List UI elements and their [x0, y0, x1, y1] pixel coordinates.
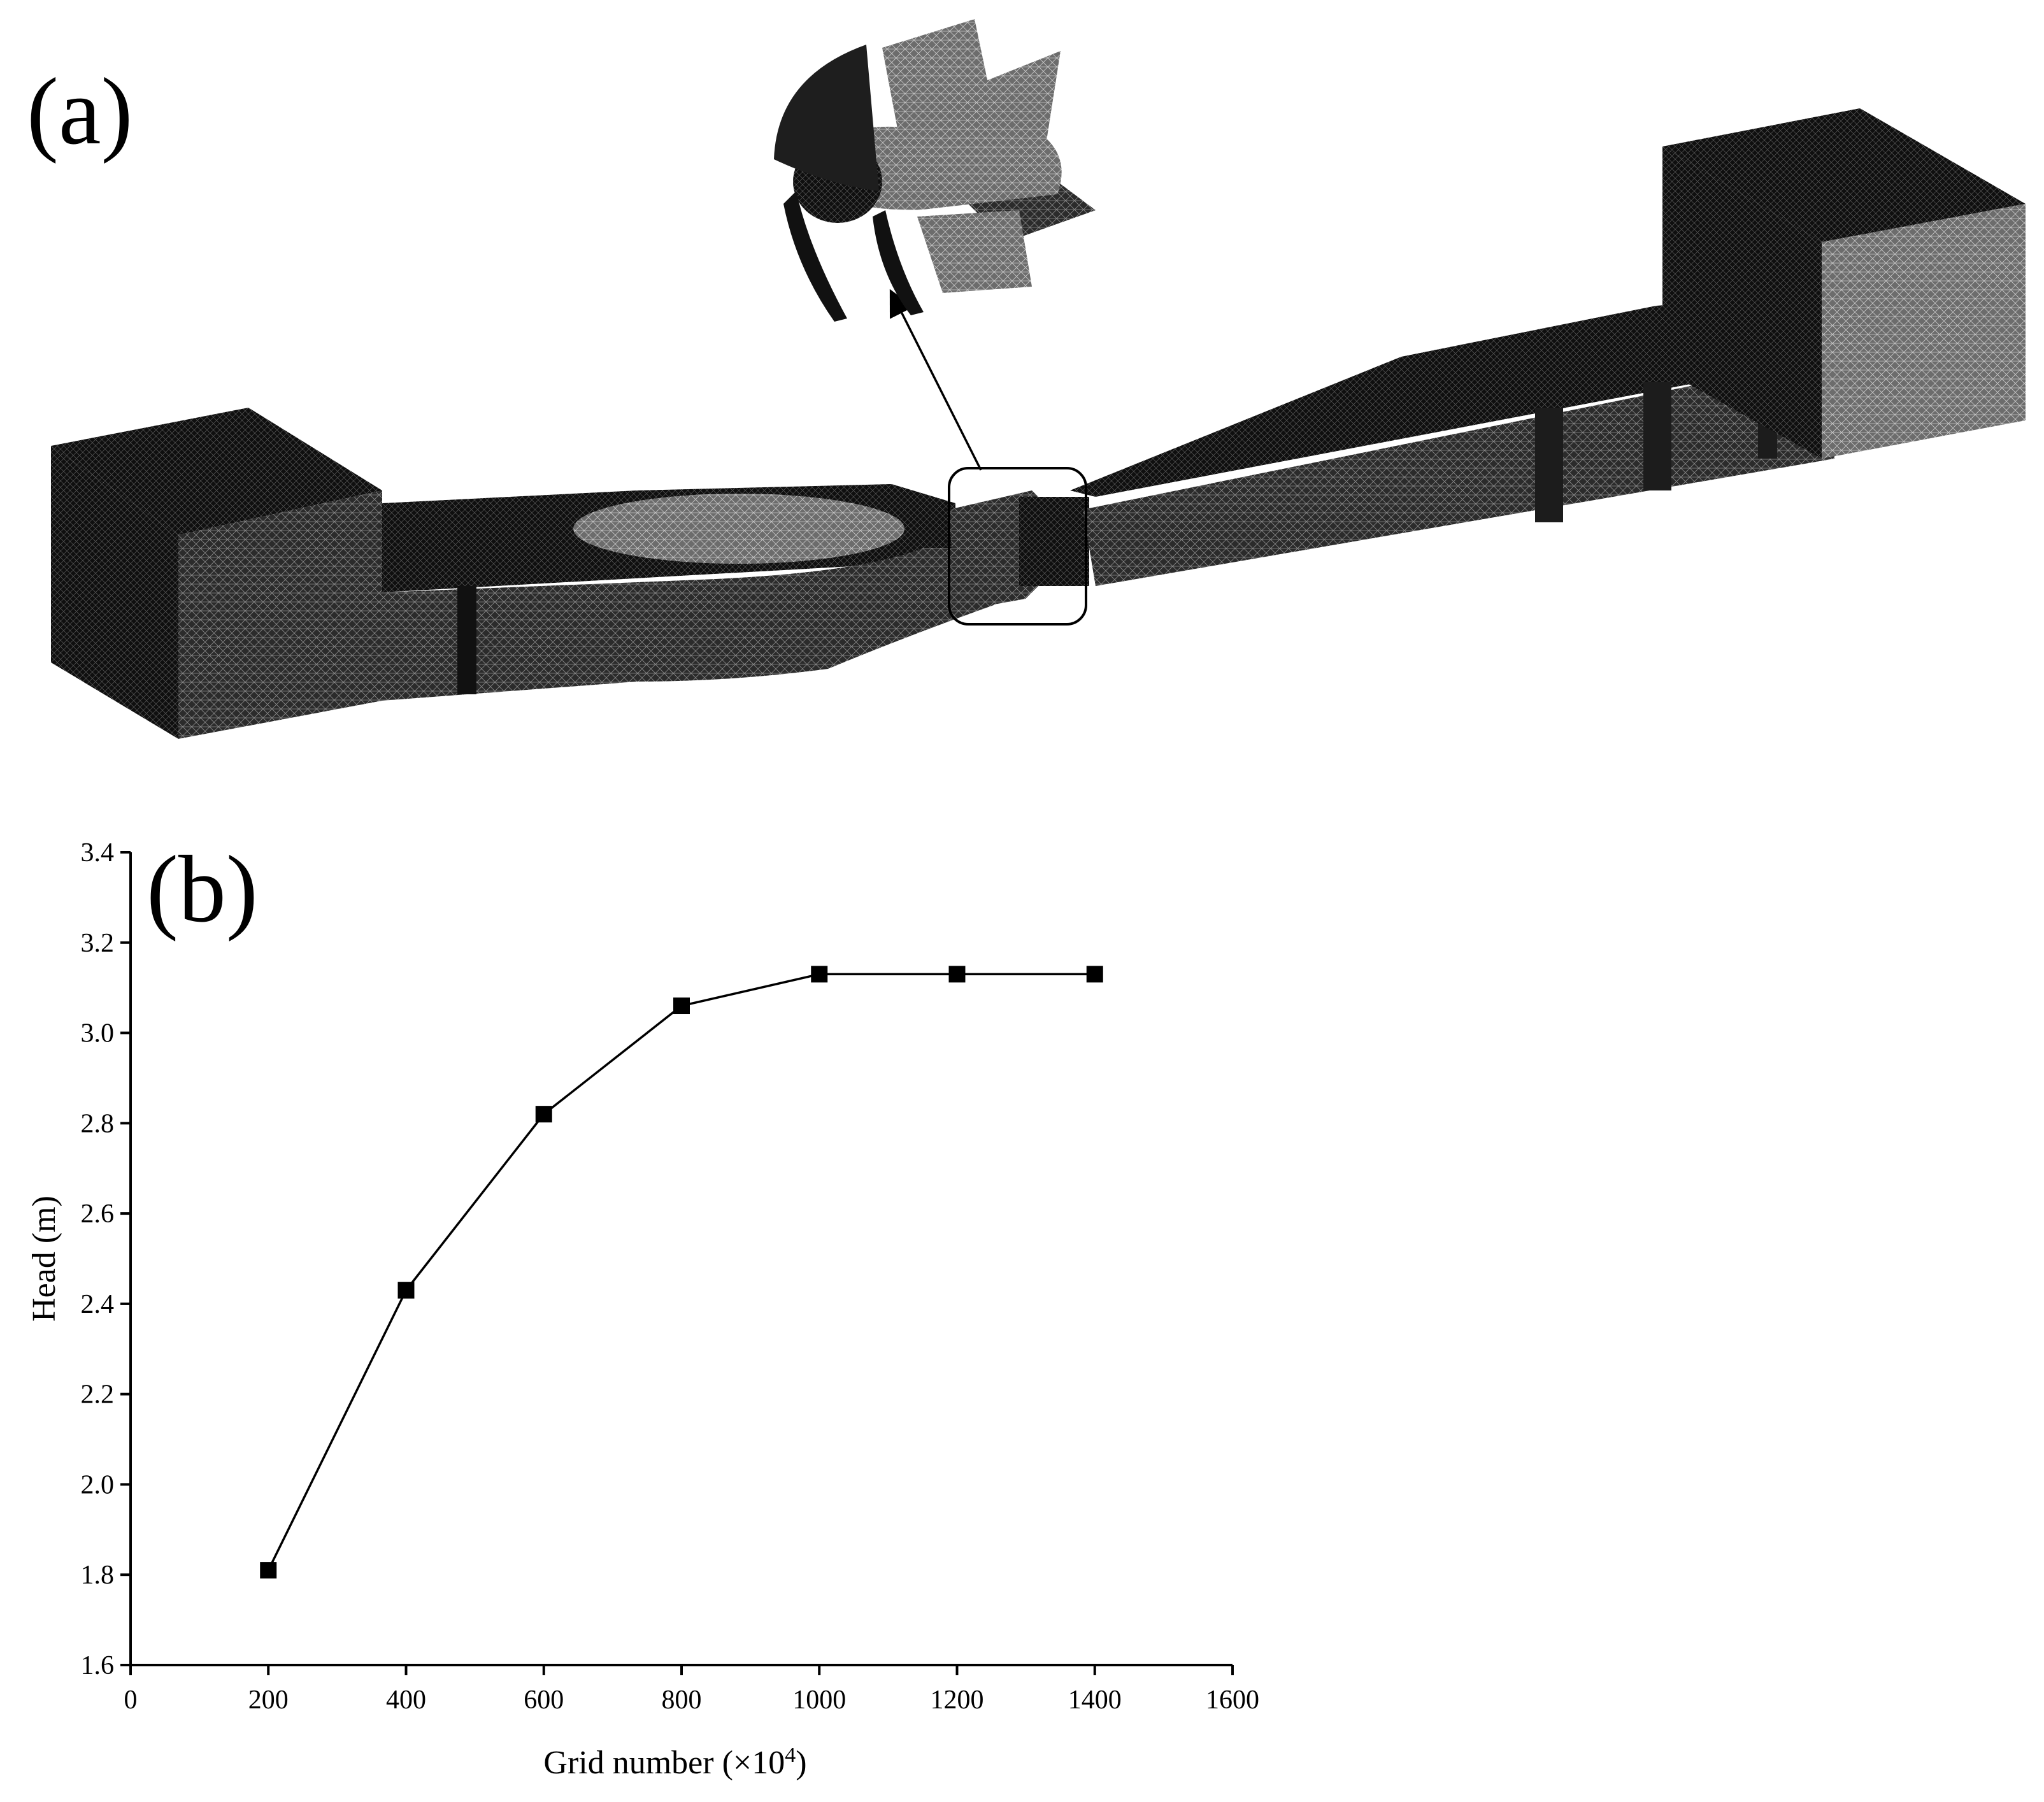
outlet-joint-2: [1643, 382, 1671, 490]
x-tick-label: 1000: [792, 1685, 846, 1715]
y-tick-label: 3.0: [81, 1019, 115, 1048]
panel-b-label: (b): [147, 836, 258, 942]
outlet-joint-1: [1535, 408, 1563, 522]
x-tick-label: 1600: [1206, 1685, 1259, 1715]
x-tick-label: 400: [386, 1685, 426, 1715]
y-tick-label: 2.2: [81, 1380, 115, 1410]
x-axis-title-text: Grid number (×10: [543, 1745, 785, 1781]
inlet-box-front: [178, 490, 382, 739]
data-point-marker: [535, 1106, 552, 1123]
inlet-channel-opening: [573, 494, 904, 564]
pump-mesh-illustration: [51, 19, 2026, 739]
blade-left: [783, 191, 847, 322]
y-tick-label: 3.4: [81, 838, 115, 868]
data-point-marker: [1086, 966, 1103, 983]
data-point-marker: [397, 1282, 415, 1299]
inlet-channel-front: [382, 548, 994, 701]
outlet-box-top: [1662, 108, 2026, 242]
outlet-diffuser-top: [1070, 293, 1834, 497]
series-line: [267, 973, 1095, 1571]
chart: 0 200 400 600 800 1000 1200 1400 1600 1.6 1.8 2.0 2…: [26, 836, 1259, 1781]
data-point-marker: [948, 966, 966, 983]
impeller-callout-box: [948, 467, 1087, 626]
y-tick-label: 2.4: [81, 1290, 115, 1319]
x-ticks: 0 200 400 600 800 1000 1200 1400 1600: [124, 1665, 1259, 1715]
y-tick-label: 2.0: [81, 1470, 115, 1499]
x-tick-label: 1200: [931, 1685, 984, 1715]
outlet-box-side: [1662, 147, 1822, 459]
x-axis-title-exponent: 4: [785, 1743, 796, 1767]
data-point-marker: [260, 1562, 277, 1579]
data-point-marker: [811, 966, 828, 983]
blade-right: [873, 210, 924, 315]
impeller-core: [1019, 497, 1089, 586]
x-tick-label: 1400: [1068, 1685, 1122, 1715]
x-tick-label: 200: [248, 1685, 289, 1715]
series-markers: [260, 966, 1103, 1579]
y-tick-label: 1.6: [81, 1651, 115, 1680]
x-tick-label: 800: [662, 1685, 702, 1715]
x-axis-title: Grid number (×104): [543, 1743, 806, 1782]
guide-vane-bottom: [917, 210, 1032, 293]
y-tick-label: 1.8: [81, 1561, 115, 1590]
outlet-box-front: [1822, 204, 2026, 459]
impeller-icon: [774, 19, 1096, 322]
y-tick-label: 2.8: [81, 1109, 115, 1138]
inlet-box-side: [51, 446, 178, 739]
x-tick-label: 600: [524, 1685, 564, 1715]
arrow-icon: [889, 289, 982, 471]
data-point-marker: [673, 998, 690, 1015]
inlet-joint: [457, 586, 476, 694]
y-axis-title: Head (m): [26, 1196, 62, 1322]
inlet-box-top: [51, 408, 382, 535]
y-ticks: 1.6 1.8 2.0 2.2 2.4 2.6 2.8 3.0 3.2 3.4: [81, 838, 131, 1680]
y-tick-label: 2.6: [81, 1199, 115, 1229]
blade-top: [774, 45, 879, 191]
y-tick-label: 3.2: [81, 929, 115, 958]
x-tick-label: 0: [124, 1685, 138, 1715]
panel-a-label: (a): [27, 59, 132, 164]
x-axis-title-suffix: ): [796, 1745, 806, 1781]
